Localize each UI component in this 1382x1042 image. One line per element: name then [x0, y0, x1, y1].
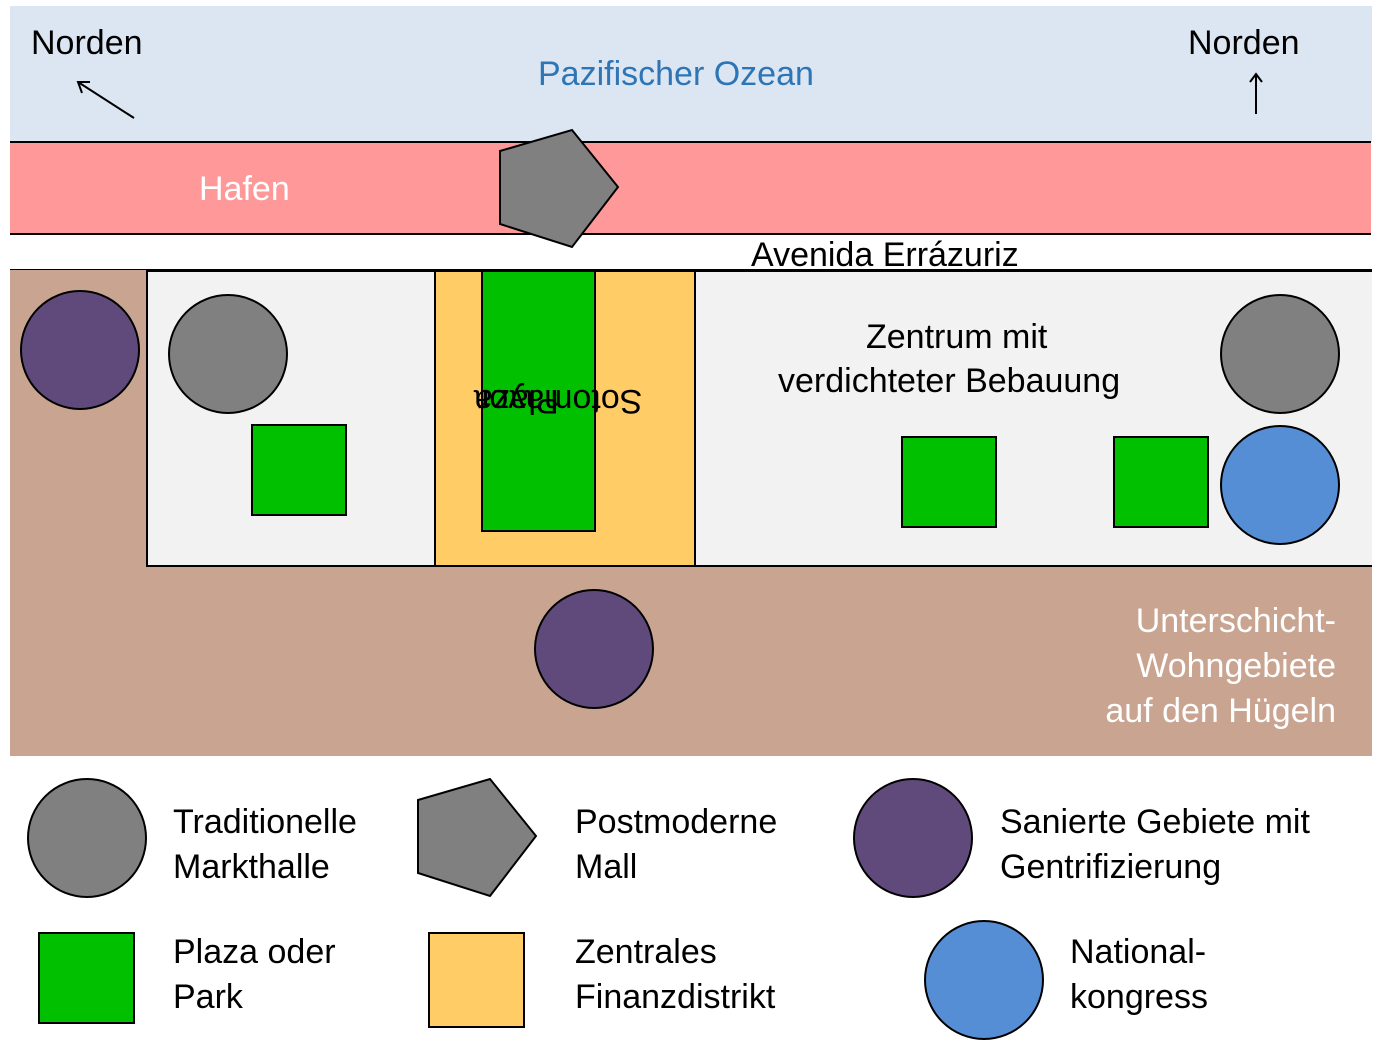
hills-label-line1: Unterschicht-: [1135, 602, 1336, 640]
plaza-square-west: [251, 424, 347, 516]
arrow-northwest-icon: [76, 81, 135, 119]
center-label-line1: Zentrum mit: [866, 318, 1048, 356]
gentrified-circle-south: [534, 589, 654, 709]
legend-plaza-line2: Park: [173, 978, 243, 1016]
hills-label-line2: Wohngebiete: [1136, 647, 1336, 685]
market-circle-east: [1220, 294, 1340, 414]
green-square-icon: [38, 932, 135, 1024]
legend-cbd-line1: Zentrales: [575, 933, 717, 971]
legend-congress-line1: National-: [1070, 933, 1207, 971]
legend-mall-line2: Mall: [575, 848, 638, 886]
harbor-area: [10, 141, 1371, 235]
legend-gentrified-line1: Sanierte Gebiete mit: [1000, 803, 1310, 841]
orange-square-icon: [428, 932, 525, 1028]
legend-market-line2: Markthalle: [173, 848, 330, 886]
legend-mall-line1: Postmoderne: [575, 803, 778, 841]
mall-pentagon: [499, 128, 620, 249]
legend-cbd-line2: Finanzdistrikt: [575, 978, 776, 1016]
street-label: Avenida Errázuriz: [751, 236, 1019, 274]
market-circle-west: [168, 294, 288, 414]
compass-left-label: Norden: [31, 24, 143, 62]
grey-pentagon-icon: [417, 777, 538, 898]
plaza-sotomayor: [481, 270, 596, 532]
purple-circle-icon: [853, 778, 973, 898]
plaza-square-center: [901, 436, 997, 528]
legend-market-line1: Traditionelle: [173, 803, 357, 841]
ocean-label: Pazifischer Ozean: [538, 55, 814, 93]
gentrified-circle-west: [20, 290, 140, 410]
legend-plaza-line1: Plaza oder: [173, 933, 336, 971]
blue-circle-icon: [924, 920, 1044, 1040]
center-label-line2: verdichteter Bebauung: [778, 362, 1121, 400]
legend-gentrified-line2: Gentrifizierung: [1000, 848, 1222, 886]
harbor-label: Hafen: [199, 170, 290, 208]
congress-circle: [1220, 425, 1340, 545]
compass-right-label: Norden: [1188, 24, 1300, 62]
hills-label-line3: auf den Hügeln: [1105, 692, 1336, 730]
plaza-square-east: [1113, 436, 1209, 528]
arrow-north-icon: [1249, 72, 1263, 114]
ocean-area: [10, 6, 1372, 142]
legend-congress-line2: kongress: [1070, 978, 1208, 1016]
grey-circle-icon: [27, 778, 147, 898]
